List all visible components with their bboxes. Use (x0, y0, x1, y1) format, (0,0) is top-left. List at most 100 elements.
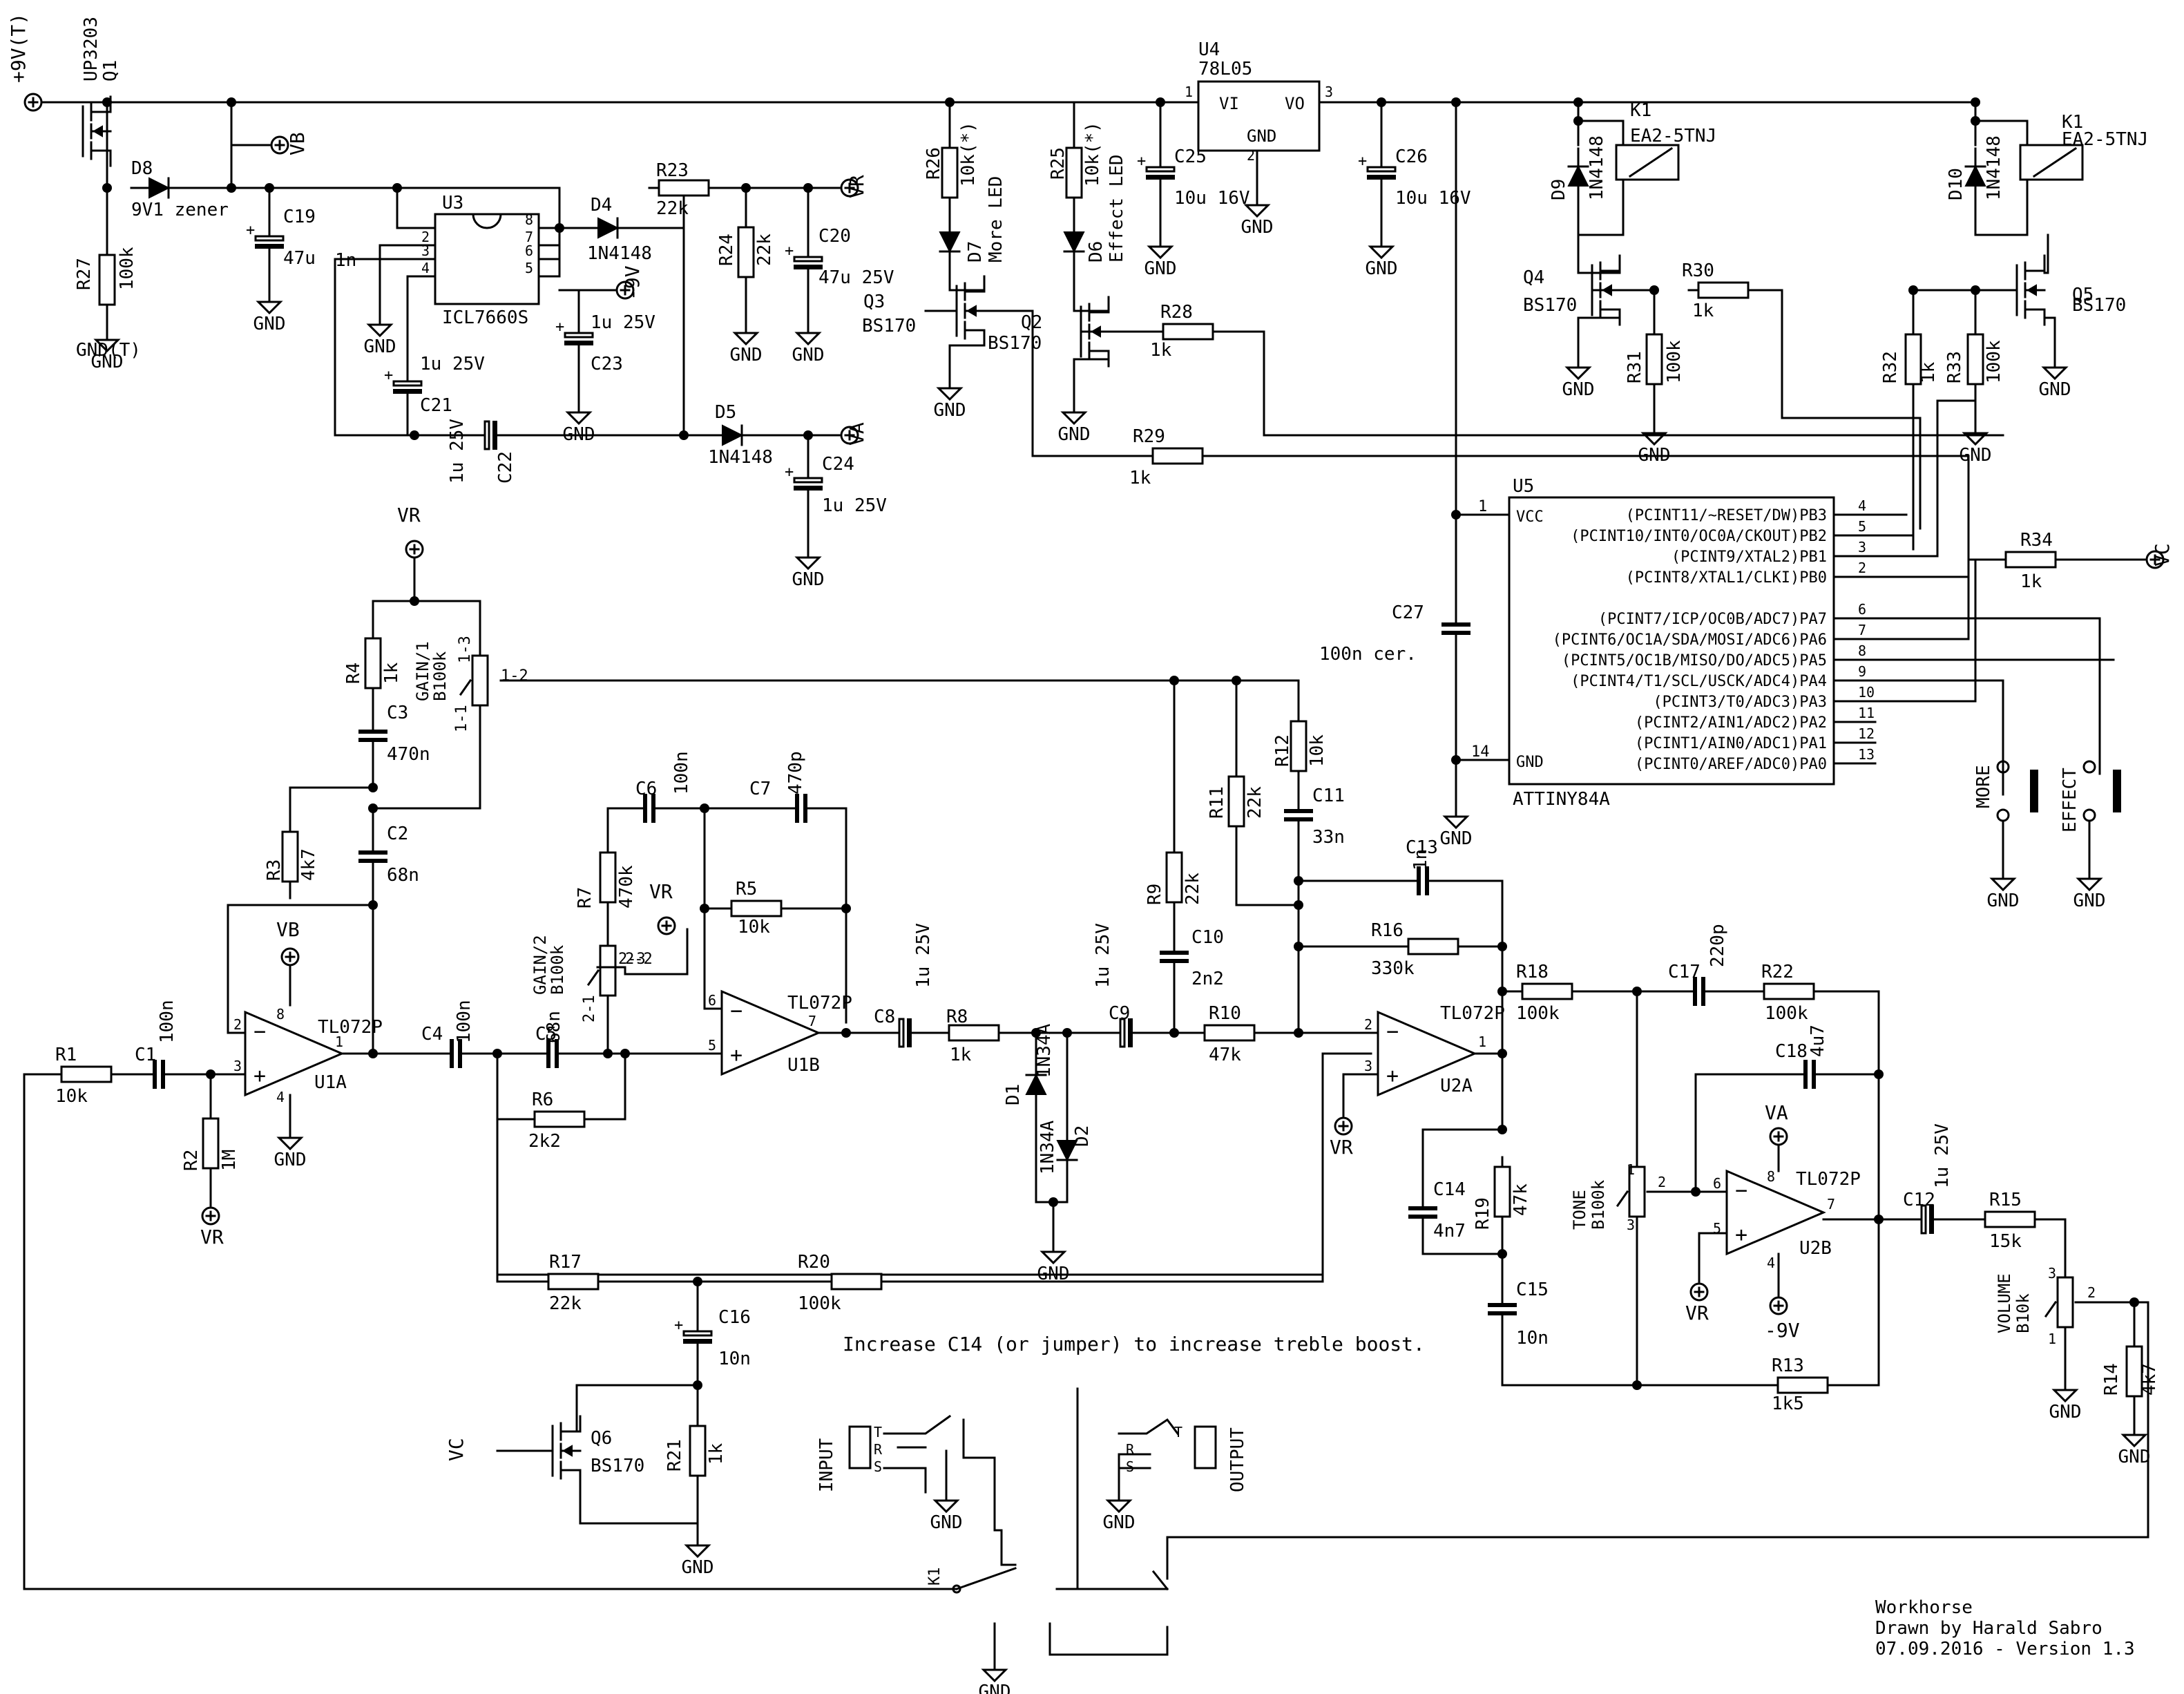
wire (1836, 1218, 1880, 1387)
label: C17 (1668, 962, 1701, 982)
label: D10 (1946, 168, 1966, 200)
label: 6 (708, 992, 716, 1009)
label: C19 (283, 207, 316, 227)
label: 47k (1209, 1045, 1241, 1065)
label: R25 (1048, 147, 1069, 180)
label: 1N34A (1037, 1120, 1058, 1174)
label: 1u 25V (1932, 1123, 1953, 1188)
ground-label: GND (1241, 217, 1274, 238)
label: ATTINY84A (1513, 789, 1610, 810)
label: 100n cer. (1319, 644, 1417, 665)
label: GAIN/1 (413, 641, 432, 701)
resistor-r15 (830, 1273, 883, 1291)
wire (1577, 308, 1621, 354)
resistor-r23 (658, 179, 710, 197)
label: 15k (1989, 1231, 2022, 1252)
label: 13 (1858, 746, 1875, 763)
wire (1616, 1190, 1629, 1208)
label: 1 (1478, 498, 1487, 515)
label: 9V1 zener (131, 200, 229, 220)
label: (PCINT7/ICP/OC0B/ADC7)PA7 (1598, 611, 1827, 628)
label: TL072P (1440, 1003, 1505, 1024)
polarity-mark: + (785, 464, 794, 481)
ground-symbol (932, 1499, 960, 1514)
label: TL072P (787, 993, 852, 1013)
label: C8 (874, 1007, 895, 1027)
wire (962, 1418, 1003, 1566)
plus-sign: + (1735, 1223, 1747, 1247)
ground-symbol (93, 339, 121, 353)
capacitor-plate (358, 738, 387, 742)
wire (23, 1073, 958, 1590)
label: 1k (2020, 571, 2042, 592)
wire (406, 275, 416, 381)
zener-diode-d8 (149, 177, 171, 199)
resistor-r3 (281, 830, 299, 883)
label: 1 (1478, 1034, 1486, 1050)
label: 100k (1765, 1003, 1808, 1024)
ground-symbol (276, 1136, 304, 1151)
label: C1 (135, 1045, 156, 1065)
label: 3 (2048, 1265, 2056, 1282)
ground-label: GND (2073, 891, 2106, 911)
supply-terminal (840, 426, 859, 445)
polarity-mark: + (555, 318, 564, 336)
rail-label: -9V (1765, 1319, 1800, 1342)
label: R17 (549, 1252, 582, 1273)
resistor-r30 (1697, 281, 1750, 299)
gain-pot-2 (599, 944, 617, 997)
resistor-r29 (1151, 447, 1204, 465)
capacitor-plate (1803, 1060, 1808, 1089)
capacitor-plate (358, 850, 387, 855)
ground-symbol (936, 387, 964, 401)
ground-label: GND (364, 336, 396, 357)
label: 22k (1245, 786, 1265, 819)
ground-symbol (565, 411, 593, 426)
electrolytic-plate (794, 265, 823, 269)
capacitor-plate (153, 1060, 157, 1089)
input-jack (848, 1425, 872, 1469)
rail-label: VB (276, 918, 300, 941)
label: 2-1 (581, 995, 598, 1022)
label: 3 (1627, 1217, 1635, 1233)
capacitor-plate (1425, 866, 1429, 895)
ground-symbol (2051, 1389, 2079, 1403)
ground-label: GND (1562, 379, 1595, 400)
label: 10k (55, 1086, 88, 1107)
wire (1221, 330, 2004, 437)
ground-label: GND (1960, 445, 1992, 466)
rail-label: VR (649, 880, 673, 903)
label: U3 (442, 193, 463, 213)
label: Effect LED (1107, 154, 1127, 263)
label: 78L05 (1198, 59, 1252, 79)
label: 2-2 (625, 951, 653, 968)
label: 10 (1858, 684, 1875, 701)
label: 1k (381, 662, 402, 684)
wire (593, 1052, 626, 1121)
electrolytic-plate (564, 332, 594, 339)
wire (1118, 1418, 1180, 1436)
wire (1048, 1622, 1169, 1656)
label: (PCINT9/XTAL2)PB1 (1671, 549, 1827, 566)
chip-notch (472, 213, 502, 229)
label: Q4 (1523, 267, 1544, 288)
resistor-r6 (599, 851, 617, 904)
label: B100k (1589, 1179, 1608, 1230)
label: 220p (1707, 924, 1728, 967)
junction-dot (392, 183, 402, 193)
plus-sign: + (1386, 1064, 1399, 1088)
label: C2 (387, 824, 408, 844)
ground-label: GND (253, 314, 286, 334)
label: 10k(*) (1082, 122, 1103, 187)
label: 2 (1858, 560, 1866, 576)
wire (983, 310, 1144, 457)
design-note: Increase C14 (or jumper) to increase tre… (843, 1333, 1425, 1355)
label: 470p (785, 751, 806, 794)
label: R12 (1272, 734, 1293, 767)
label: C6 (635, 779, 657, 799)
label: R (874, 1441, 883, 1458)
label: R21 (664, 1439, 685, 1472)
ground-label: GND (730, 345, 763, 365)
label: 2 (1364, 1016, 1372, 1033)
ground-symbol (1989, 877, 2017, 892)
